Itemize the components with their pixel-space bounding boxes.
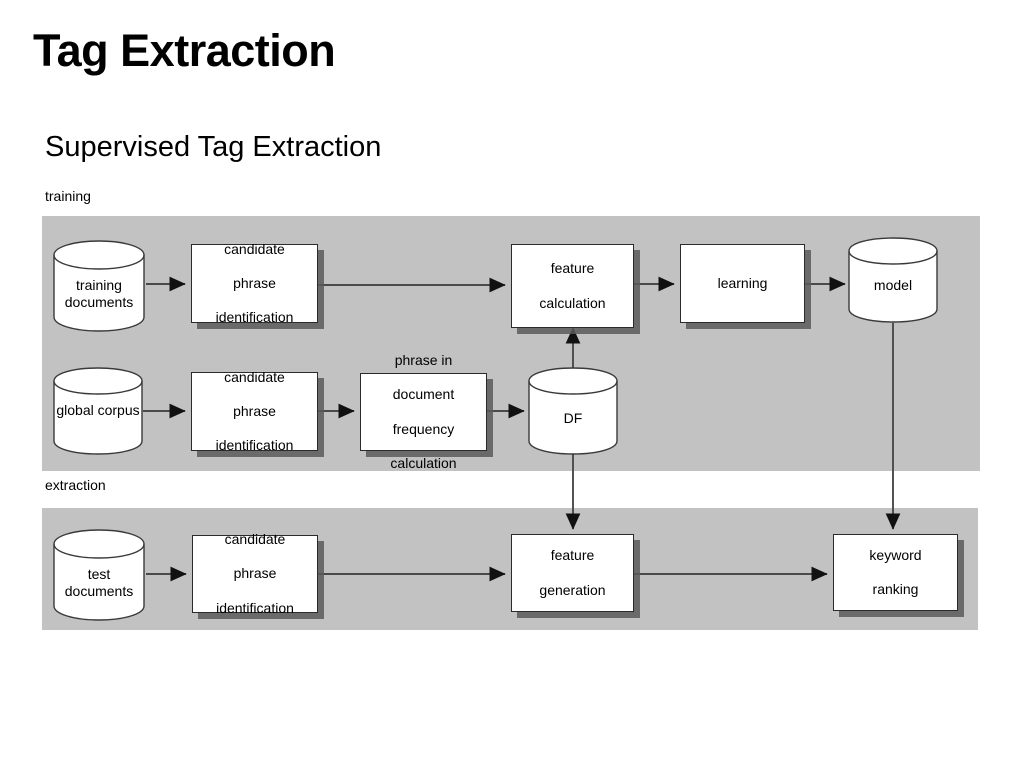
- node-label-line3: identification: [215, 437, 294, 454]
- node-label-line1: keyword: [869, 546, 922, 563]
- node-label-line1: phrase in: [394, 352, 453, 369]
- node-label-line1: DF: [563, 410, 583, 426]
- node-global-corpus: global corpus: [52, 366, 144, 456]
- node-keyword-ranking: keyword ranking: [833, 534, 958, 611]
- node-label-line1: candidate: [224, 240, 285, 257]
- node-model: model: [847, 236, 939, 324]
- node-test-documents: test documents: [52, 528, 146, 622]
- node-feature-generation: feature generation: [511, 534, 634, 612]
- node-label-line3: frequency: [392, 420, 455, 437]
- node-label-line2: document: [392, 386, 455, 403]
- node-label-line1: model: [873, 277, 913, 293]
- node-label-line1: learning: [717, 274, 768, 291]
- node-label-line2: documents: [64, 583, 134, 600]
- node-training-documents: training documents: [52, 239, 146, 333]
- node-label-line2: phrase: [233, 402, 276, 419]
- node-label-line1: test: [87, 566, 111, 582]
- node-feature-calculation: feature calculation: [511, 244, 634, 328]
- panel-label-training: training: [45, 188, 91, 204]
- node-label-line1: training: [76, 277, 122, 293]
- page-title: Tag Extraction: [33, 25, 336, 76]
- node-label-line3: identification: [216, 599, 294, 616]
- node-label-line1: global: [56, 402, 94, 418]
- node-candidate-phrase-identification-test: candidate phrase identification: [192, 531, 318, 616]
- node-label-line2: calculation: [539, 294, 606, 311]
- node-label-line3: identification: [215, 309, 294, 326]
- node-candidate-phrase-identification-training: candidate phrase identification: [191, 240, 318, 326]
- node-label-line2: documents: [64, 294, 134, 311]
- node-label-line2: generation: [539, 581, 606, 598]
- node-learning: learning: [680, 244, 805, 323]
- node-label-line4: calculation: [390, 454, 457, 471]
- node-label-line2: phrase: [233, 274, 276, 291]
- node-label-line1: candidate: [224, 368, 285, 385]
- node-label-line1: feature: [550, 260, 595, 277]
- node-label-line2: corpus: [97, 402, 140, 418]
- node-candidate-phrase-identification-global: candidate phrase identification: [191, 368, 318, 454]
- node-label-line1: candidate: [224, 531, 286, 548]
- node-phrase-in-document-frequency-calculation: phrase in document frequency calculation: [360, 352, 487, 471]
- panel-label-extraction: extraction: [45, 477, 106, 493]
- node-label-line2: ranking: [872, 581, 919, 598]
- slide-subtitle: Supervised Tag Extraction: [45, 131, 382, 163]
- node-label-line1: feature: [550, 547, 595, 564]
- node-label-line2: phrase: [233, 565, 277, 582]
- node-df: DF: [527, 366, 619, 456]
